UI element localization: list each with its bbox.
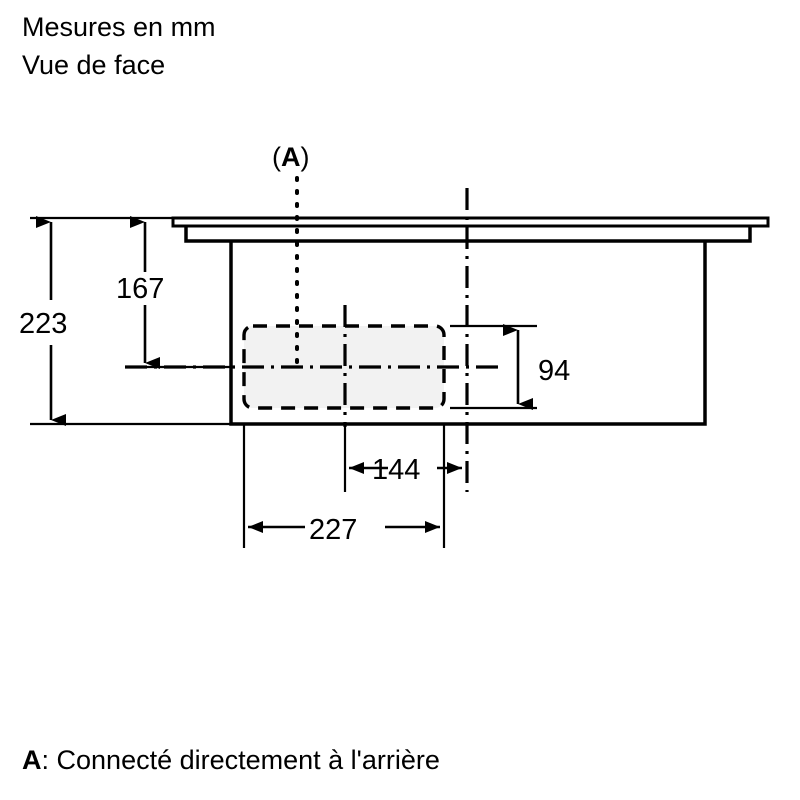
caption-key: A bbox=[22, 745, 42, 775]
heading-view: Vue de face bbox=[22, 50, 166, 80]
dimension-223: 223 bbox=[19, 216, 67, 426]
dim-227-label: 227 bbox=[309, 514, 357, 546]
heading-block: Mesures en mm Vue de face bbox=[22, 8, 622, 84]
reference-a-label: (A) bbox=[272, 142, 310, 172]
caption-block: A: Connecté directement à l'arrière bbox=[22, 742, 762, 778]
dimension-227: 227 bbox=[248, 514, 440, 546]
dim-167-label: 167 bbox=[116, 273, 164, 305]
caption-text: Connecté directement à l'arrière bbox=[56, 745, 440, 775]
worktop-plate bbox=[171, 216, 770, 228]
duct-outline-dashed bbox=[242, 324, 446, 410]
duct-block bbox=[242, 324, 446, 410]
caption-separator: : bbox=[41, 745, 57, 775]
dimension-94: 94 bbox=[503, 324, 570, 410]
dim-94-label: 94 bbox=[538, 355, 570, 387]
dimension-167: 167 bbox=[116, 216, 164, 369]
centre-lines bbox=[125, 188, 500, 492]
dim-144-label: 144 bbox=[372, 454, 420, 486]
dimension-144: 144 bbox=[349, 454, 462, 486]
heading-units: Mesures en mm bbox=[22, 12, 216, 42]
dim-223-label: 223 bbox=[19, 308, 67, 340]
